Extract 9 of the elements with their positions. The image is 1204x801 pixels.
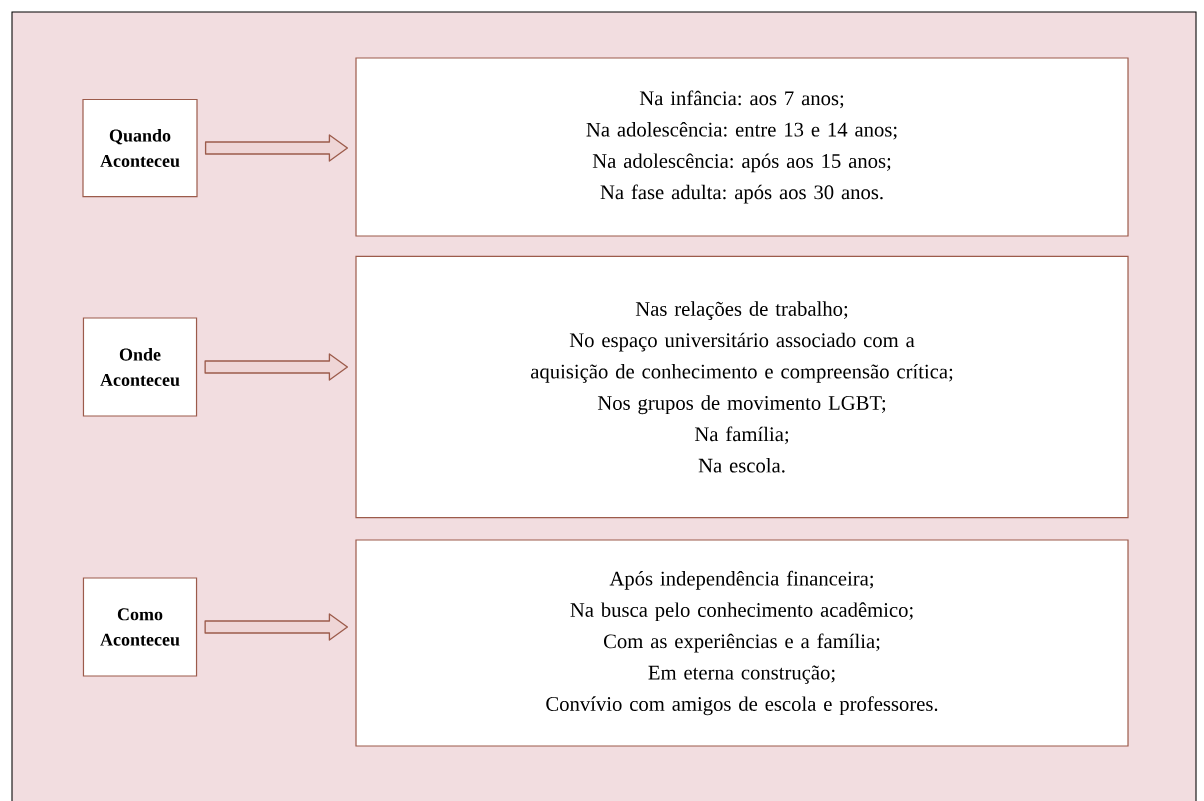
block-arrow xyxy=(204,613,349,641)
text-box: Na infância: aos 7 anos; Na adolescência: entre 13 e 14 anos; Na adolescência: após aos 15 anos; Na fase adulta: após aos 30 anos. xyxy=(355,57,1129,237)
text-box: Após independência financeira; Na busca pelo conhecimento acadêmico; Com as experiências e a família; Em eterna construção; Convívio com amigos de escola e professores. xyxy=(355,539,1129,747)
label-box: Como Aconteceu xyxy=(82,577,198,677)
label-box: Quando Aconteceu xyxy=(82,98,198,198)
text-box: Nas relações de trabalho; No espaço universitário associado com a aquisição de conhecimento e compreensão crítica; Nos grupos de movimento LGBT; Na família; Na escola. xyxy=(355,255,1129,519)
label-box: Onde Aconteceu xyxy=(82,317,198,417)
block-arrow xyxy=(204,134,349,162)
block-arrow xyxy=(204,353,349,381)
